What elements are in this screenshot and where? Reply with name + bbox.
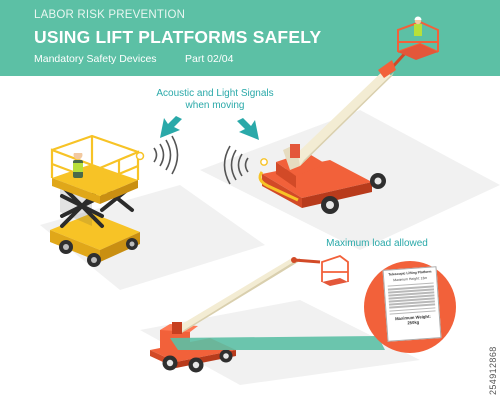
header-banner: LABOR RISK PREVENTION USING LIFT PLATFOR…	[0, 0, 500, 76]
part-label: Part 02/04	[185, 53, 234, 65]
signals-annotation: Acoustic and Light Signals when moving	[156, 88, 274, 111]
scissor-lift	[50, 134, 145, 267]
category-label: LABOR RISK PREVENTION	[34, 9, 186, 21]
subtitle: Mandatory Safety Devices	[34, 53, 157, 65]
load-plate: Telescopic Lifting Platform Maximum Heig…	[382, 266, 442, 342]
side-code: 254912868	[488, 346, 498, 395]
boom-lift-top	[258, 16, 439, 214]
page-title: USING LIFT PLATFORMS SAFELY	[34, 27, 322, 47]
sound-waves-icon	[223, 145, 249, 185]
worker-icon	[73, 148, 83, 178]
sound-waves-icon	[153, 135, 179, 175]
arrow-down-icon	[160, 116, 259, 140]
plate-max-weight: Maximum Weight: 250kg	[394, 313, 431, 326]
max-load-annotation: Maximum load allowed	[326, 238, 428, 249]
